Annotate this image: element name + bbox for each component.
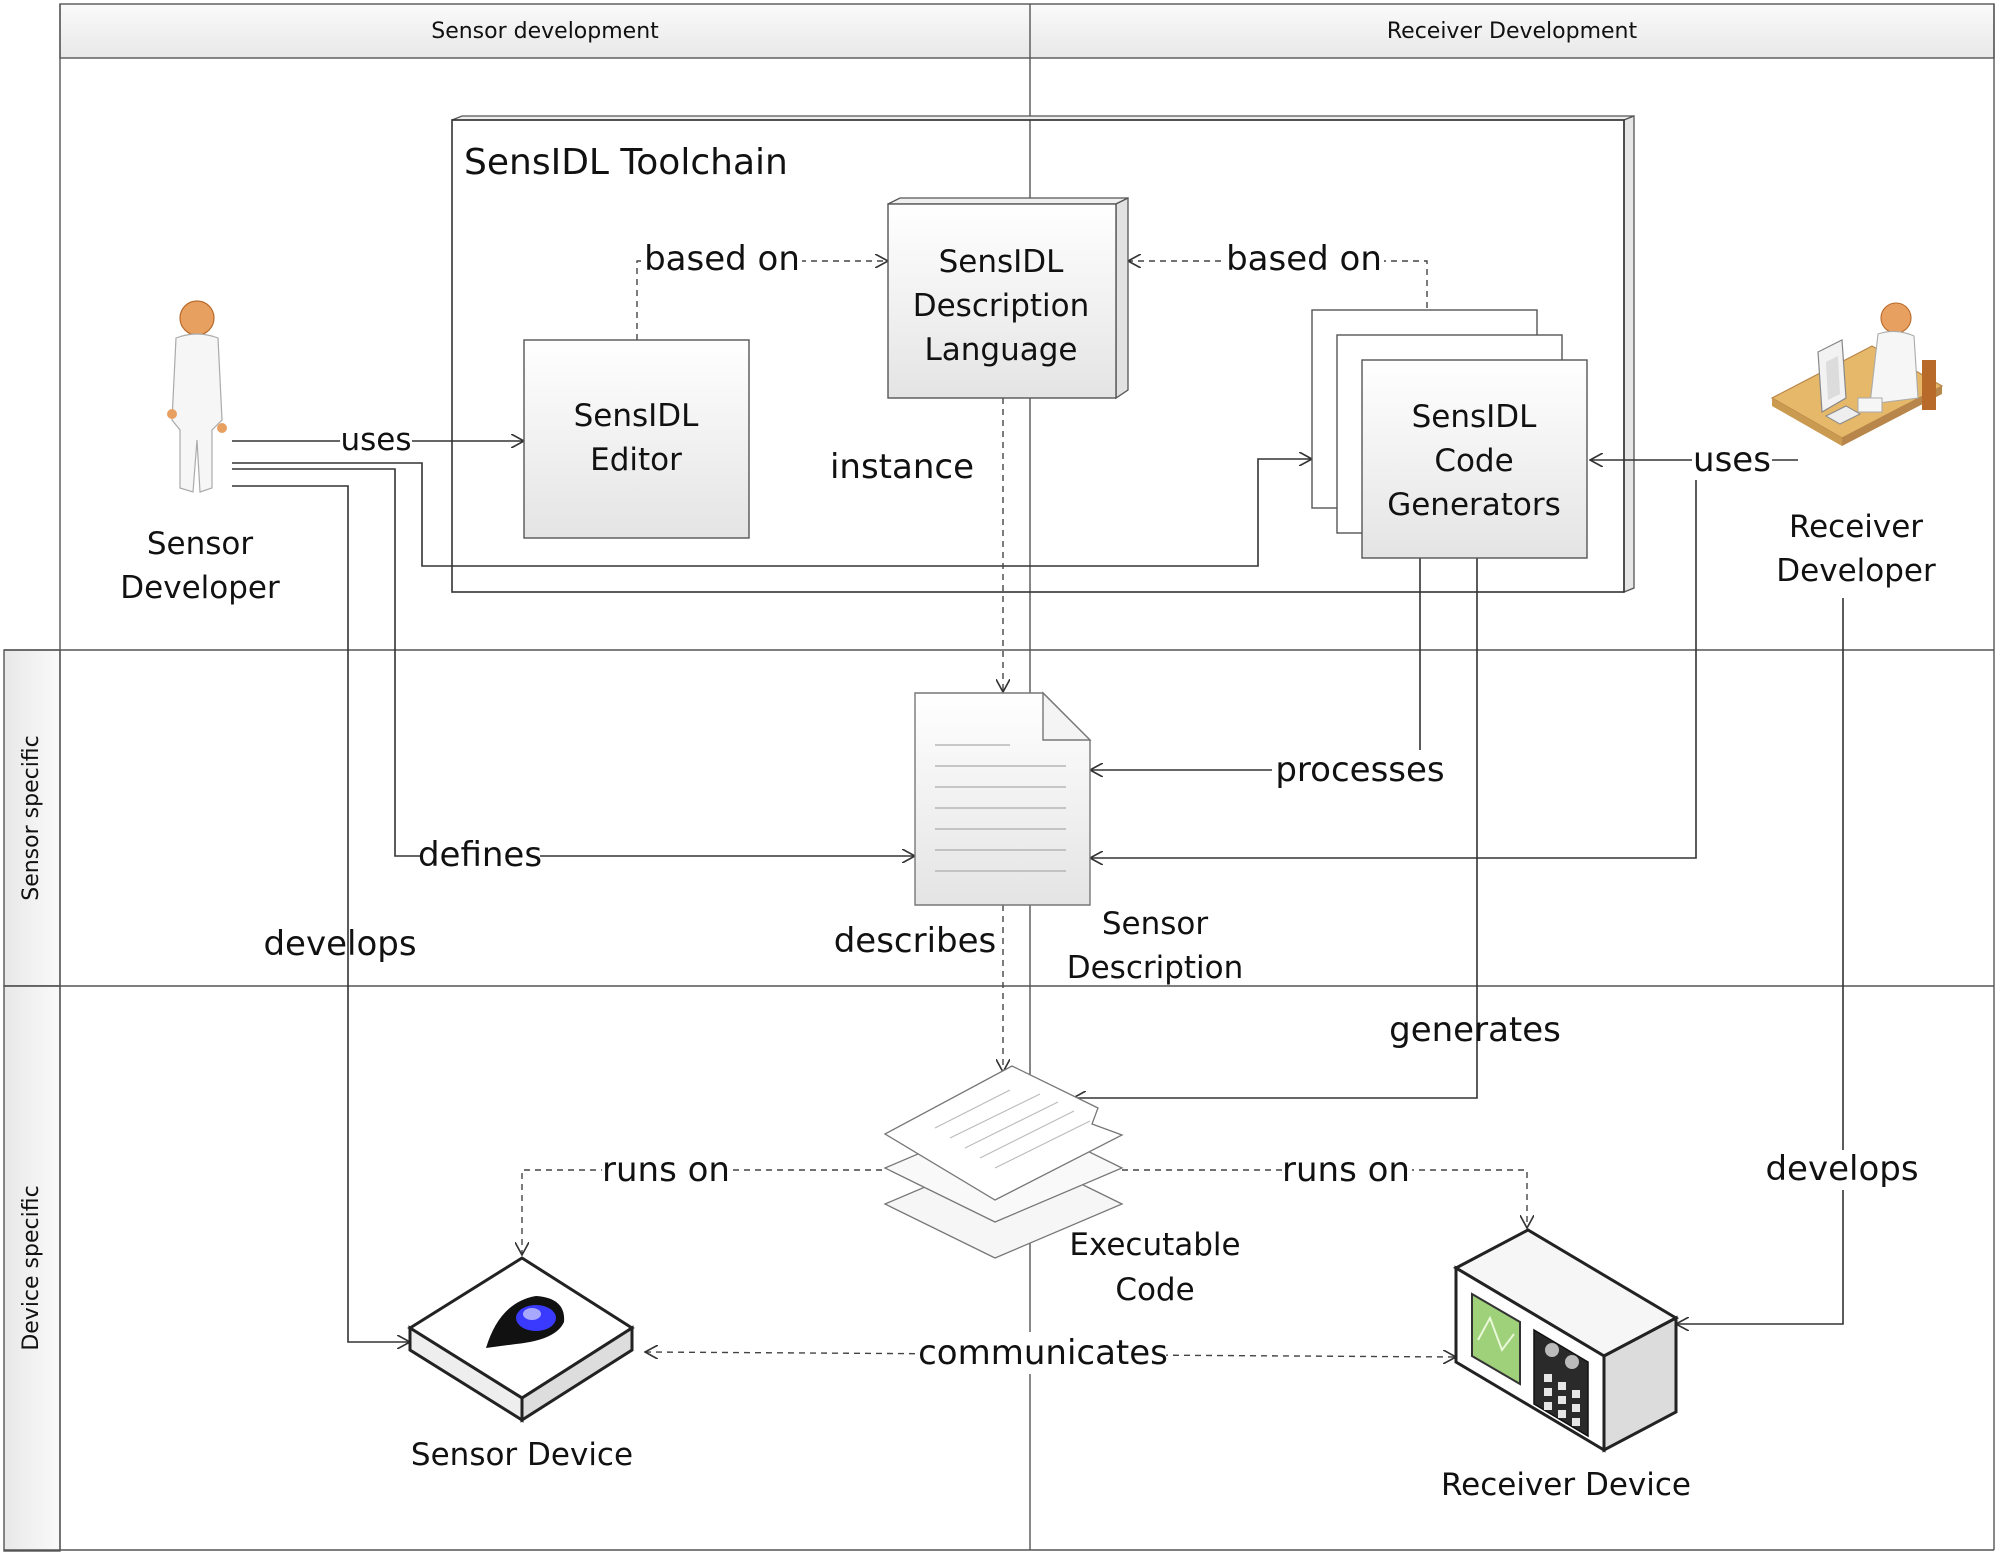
executable-code-stack[interactable]: Executable Code bbox=[883, 1065, 1241, 1308]
receiver-developer-label-line2: Developer bbox=[1776, 553, 1936, 589]
editor-label-line1: SensIDL bbox=[574, 398, 700, 434]
sensidl-editor-box[interactable]: SensIDL Editor bbox=[523, 339, 750, 539]
editor-label-line2: Editor bbox=[590, 442, 682, 478]
sensor-developer-label-line1: Sensor bbox=[147, 526, 254, 562]
generators-label-line1: SensIDL bbox=[1412, 399, 1538, 435]
edge-developer-uses-generators bbox=[232, 459, 1312, 567]
label-uses-left: uses bbox=[340, 422, 411, 458]
label-based-on-left: based on bbox=[644, 239, 800, 279]
edge-editor-based-on-language bbox=[636, 261, 888, 340]
sensor-description-document[interactable]: Sensor Description bbox=[914, 691, 1244, 986]
sensor-developer-actor[interactable]: Sensor Developer bbox=[120, 300, 280, 606]
lane-header-device-specific: Device specific bbox=[19, 1185, 44, 1350]
column-header-bar bbox=[59, 3, 1995, 59]
code-sheet-icon bbox=[883, 1065, 1124, 1201]
sensor-device-label: Sensor Device bbox=[411, 1437, 633, 1473]
row-header-sensor-specific bbox=[3, 649, 61, 987]
sensidl-generators-stack[interactable]: SensIDL Code Generators bbox=[1311, 309, 1588, 559]
language-label-line2: Description bbox=[913, 288, 1090, 324]
label-based-on-right: based on bbox=[1226, 239, 1382, 279]
document-icon bbox=[914, 692, 1091, 906]
edge-develops-receiver-device bbox=[1676, 598, 1844, 1324]
label-develops-right: develops bbox=[1765, 1149, 1918, 1189]
label-processes: processes bbox=[1275, 750, 1444, 790]
label-runs-on-right: runs on bbox=[1282, 1150, 1410, 1190]
edge-runs-on-receiver bbox=[1122, 1169, 1527, 1228]
lane-header-receiver-development: Receiver Development bbox=[1387, 19, 1638, 44]
lane-header-sensor-development: Sensor development bbox=[431, 19, 659, 44]
label-defines: defines bbox=[418, 835, 542, 875]
executable-code-label-line1: Executable bbox=[1069, 1227, 1240, 1263]
sensidl-language-box[interactable]: SensIDL Description Language bbox=[887, 196, 1129, 400]
label-runs-on-left: runs on bbox=[602, 1150, 730, 1190]
sensor-device-icon bbox=[407, 1256, 635, 1423]
sensor-description-label-line1: Sensor bbox=[1102, 906, 1209, 942]
sensor-device-node[interactable]: Sensor Device bbox=[407, 1256, 635, 1473]
person-icon bbox=[167, 300, 227, 493]
edge-defines bbox=[232, 468, 915, 856]
toolchain-title: SensIDL Toolchain bbox=[464, 142, 788, 183]
receiver-developer-label-line1: Receiver bbox=[1789, 509, 1923, 545]
person-at-desk-icon bbox=[1770, 302, 1944, 446]
label-generates: generates bbox=[1389, 1010, 1561, 1050]
edge-generates bbox=[1073, 558, 1478, 1098]
toolchain-container: SensIDL Toolchain bbox=[451, 115, 1635, 593]
sensor-developer-label-line2: Developer bbox=[120, 570, 280, 606]
lane-header-sensor-specific: Sensor specific bbox=[19, 735, 44, 901]
receiver-device-label: Receiver Device bbox=[1441, 1467, 1691, 1503]
label-instance: instance bbox=[830, 447, 974, 487]
receiver-developer-actor[interactable]: Receiver Developer bbox=[1770, 302, 1944, 589]
executable-code-label-line2: Code bbox=[1115, 1272, 1194, 1308]
swimlane-frame: Sensor development Receiver Development … bbox=[3, 3, 1995, 1552]
edge-labels: based on based on uses uses instance pro… bbox=[263, 238, 1919, 1374]
label-describes: describes bbox=[834, 921, 997, 961]
generators-label-line2: Code bbox=[1434, 443, 1513, 479]
sensor-description-label-line2: Description bbox=[1067, 950, 1244, 986]
label-communicates: communicates bbox=[918, 1333, 1168, 1373]
edge-develops-sensor-device bbox=[232, 485, 410, 1342]
generators-label-line3: Generators bbox=[1387, 487, 1561, 523]
language-label-line1: SensIDL bbox=[939, 244, 1065, 280]
language-label-line3: Language bbox=[925, 332, 1078, 368]
label-uses-right: uses bbox=[1693, 440, 1771, 480]
edge-processes bbox=[1090, 558, 1421, 770]
receiver-device-node[interactable]: Receiver Device bbox=[1441, 1228, 1691, 1503]
edge-communicates bbox=[645, 1352, 1456, 1357]
edge-receiver-uses-description bbox=[1090, 460, 1697, 858]
label-develops-left: develops bbox=[263, 924, 416, 964]
receiver-device-icon bbox=[1452, 1228, 1680, 1453]
